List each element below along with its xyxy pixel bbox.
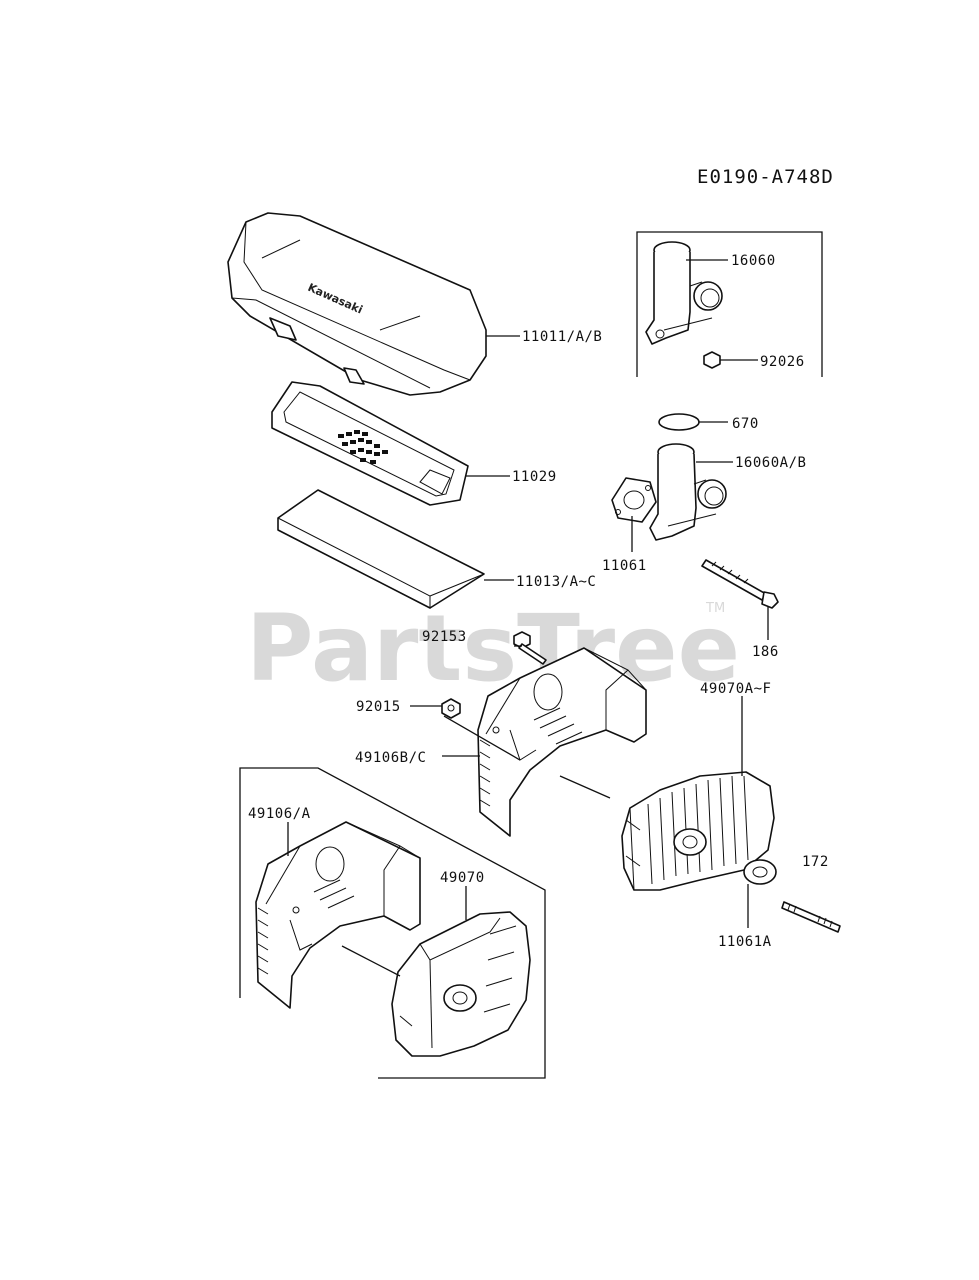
nut-92015[interactable] [441,698,461,719]
o-ring-670[interactable] [658,413,700,431]
part-labels: 11011/A/B 11029 11013/A~C 16060 92026 67… [248,253,829,950]
breather-pipe-16060[interactable] [645,241,723,345]
air-cleaner-cover[interactable]: Kawasaki [227,212,487,396]
label-49106bc[interactable]: 49106B/C [355,750,426,766]
muffler-shield-49106bc[interactable] [477,647,647,837]
bolt-186[interactable] [701,559,779,609]
label-16060ab[interactable]: 16060A/B [735,455,806,471]
foam-filter-element[interactable] [277,489,485,609]
label-11013[interactable]: 11013/A~C [516,574,596,590]
gasket-11061[interactable] [611,477,657,523]
watermark-text: PartsTree [246,595,740,702]
watermark-trademark: TM [705,601,725,616]
stud-bolt-172[interactable] [781,901,841,933]
label-49070af[interactable]: 49070A~F [700,681,771,697]
gasket-11061a[interactable] [743,859,777,885]
label-172[interactable]: 172 [802,854,829,870]
label-49106a[interactable]: 49106/A [248,806,311,822]
inset-box-alternate-muffler [239,767,546,1079]
diagram-code: E0190-A748D [697,166,834,188]
label-11061[interactable]: 11061 [602,558,647,574]
label-670[interactable]: 670 [732,416,759,432]
air-filter-frame[interactable] [271,381,469,506]
muffler-shield-49106a[interactable] [255,821,421,1009]
label-11011[interactable]: 11011/A/B [522,329,602,345]
label-92153[interactable]: 92153 [422,629,467,645]
muffler-49070[interactable] [391,911,531,1057]
label-11061a[interactable]: 11061A [718,934,772,950]
leader-lines [287,259,769,977]
nut-92026[interactable] [703,351,721,369]
inset-box-16060 [636,231,823,377]
label-186[interactable]: 186 [752,644,779,660]
label-11029[interactable]: 11029 [512,469,557,485]
label-16060[interactable]: 16060 [731,253,776,269]
muffler-49070af[interactable] [621,771,775,891]
label-92015[interactable]: 92015 [356,699,401,715]
label-92026[interactable]: 92026 [760,354,805,370]
breather-pipe-16060ab[interactable] [649,443,727,541]
bolt-92153[interactable] [513,631,547,665]
label-49070[interactable]: 49070 [440,870,485,886]
